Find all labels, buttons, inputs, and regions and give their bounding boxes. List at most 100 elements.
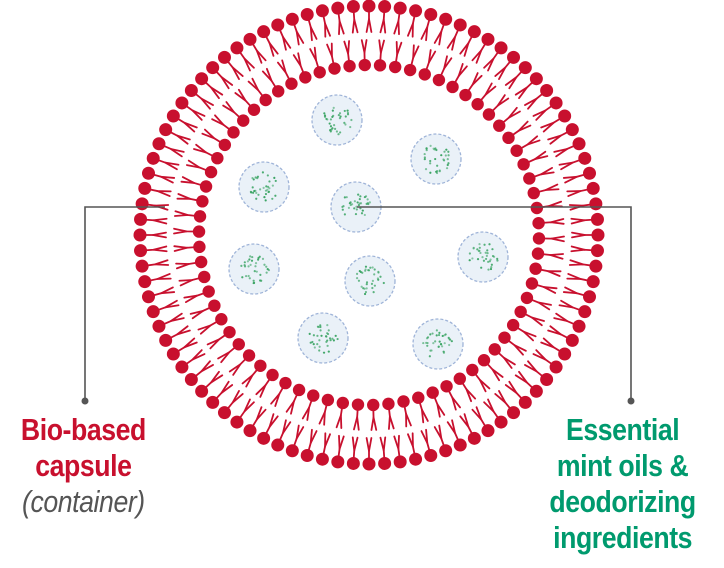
droplet-particle xyxy=(246,260,249,263)
phospholipid xyxy=(566,273,600,289)
lipid-head xyxy=(432,73,446,87)
lipid-tail xyxy=(356,416,360,431)
lipid-tail xyxy=(382,436,387,452)
lipid-head xyxy=(525,277,539,290)
phospholipid xyxy=(570,212,604,226)
lipid-head xyxy=(331,455,345,469)
phospholipid xyxy=(393,1,407,36)
lipid-tail xyxy=(507,106,518,119)
droplet-particle xyxy=(253,270,256,273)
droplet-particle xyxy=(449,338,452,341)
phospholipid xyxy=(206,325,236,350)
lipid-head xyxy=(488,343,501,356)
phospholipid xyxy=(134,244,168,258)
droplet-particle xyxy=(373,273,376,276)
droplet-particle xyxy=(423,156,426,159)
lipid-tail xyxy=(255,408,267,421)
phospholipid xyxy=(532,96,563,121)
lipid-head xyxy=(412,391,425,404)
phospholipid xyxy=(309,46,326,79)
phospholipid xyxy=(562,286,597,304)
lipid-head xyxy=(540,373,554,387)
droplet-particle xyxy=(346,111,350,114)
phospholipid xyxy=(482,94,510,121)
droplet-particle xyxy=(312,343,315,346)
lipid-head xyxy=(517,158,530,171)
capsule-label: Bio-based capsule (container) xyxy=(6,412,161,520)
lipid-head xyxy=(373,59,387,72)
droplet-particle xyxy=(364,290,368,294)
droplet-particle xyxy=(343,109,346,113)
droplet-particle xyxy=(364,265,368,268)
droplet-particle xyxy=(441,345,444,348)
phospholipid xyxy=(222,101,250,127)
lipid-head xyxy=(477,354,491,367)
phospholipid xyxy=(412,391,429,424)
lipid-tail xyxy=(526,135,539,146)
phospholipid xyxy=(217,338,245,364)
droplet-particle xyxy=(343,213,346,216)
phospholipid xyxy=(351,398,365,431)
lipid-tail xyxy=(475,406,483,421)
phospholipid xyxy=(466,363,491,393)
lipid-head xyxy=(506,318,520,332)
lipid-tail xyxy=(245,374,254,388)
droplet-particle xyxy=(329,339,332,342)
lipid-head xyxy=(242,349,256,362)
lipid-tail xyxy=(484,82,493,96)
lipid-tail xyxy=(407,22,414,37)
droplet-particle xyxy=(356,201,359,204)
droplet-particle xyxy=(355,272,359,275)
droplet-particle xyxy=(447,162,450,165)
droplet-particle xyxy=(261,257,265,260)
phospholipid xyxy=(241,359,267,388)
droplet-particle xyxy=(313,346,316,349)
lipid-head xyxy=(426,386,439,399)
lipid-tail xyxy=(498,390,507,404)
lipid-tail xyxy=(309,26,313,42)
lipid-head xyxy=(507,406,521,420)
phospholipid xyxy=(388,41,403,74)
droplet-particle xyxy=(320,334,323,337)
phospholipid xyxy=(331,434,345,469)
droplet-particle xyxy=(259,273,262,276)
droplet-particle xyxy=(255,270,258,273)
lipid-tail xyxy=(549,253,564,256)
droplet-particle xyxy=(426,341,429,345)
droplet-particle xyxy=(491,248,494,251)
lipid-head xyxy=(146,151,160,165)
droplet-particle xyxy=(249,263,252,267)
oil-droplet-icon xyxy=(344,255,396,307)
phospholipid xyxy=(315,432,331,466)
phospholipid xyxy=(446,63,468,94)
lipid-head xyxy=(453,18,467,32)
droplet-particle xyxy=(448,343,451,347)
lipid-head xyxy=(175,96,189,110)
droplet-particle xyxy=(271,184,274,187)
lipid-head xyxy=(133,228,147,242)
droplet-particle xyxy=(254,176,257,179)
phospholipid xyxy=(195,72,224,100)
phospholipid xyxy=(184,360,214,387)
lipid-head xyxy=(285,12,299,26)
droplet-particle xyxy=(490,263,493,266)
lipid-tail xyxy=(353,436,359,452)
droplet-particle xyxy=(322,351,326,354)
droplet-particle xyxy=(364,195,368,198)
droplet-particle xyxy=(326,324,329,327)
phospholipid xyxy=(247,77,272,107)
lipid-head xyxy=(307,389,320,402)
phospholipid xyxy=(277,59,298,90)
lipid-tail xyxy=(201,132,216,140)
phospholipid xyxy=(173,240,206,254)
droplet-particle xyxy=(248,277,251,280)
phospholipid xyxy=(477,354,504,382)
lipid-tail xyxy=(534,150,547,161)
droplet-particle xyxy=(264,199,267,202)
droplet-particle xyxy=(422,341,425,345)
lipid-head xyxy=(471,98,484,111)
lipid-head xyxy=(531,247,545,260)
droplet-particle xyxy=(319,325,322,329)
capsule-label-line2: capsule xyxy=(35,448,132,483)
droplet-particle xyxy=(316,325,320,328)
